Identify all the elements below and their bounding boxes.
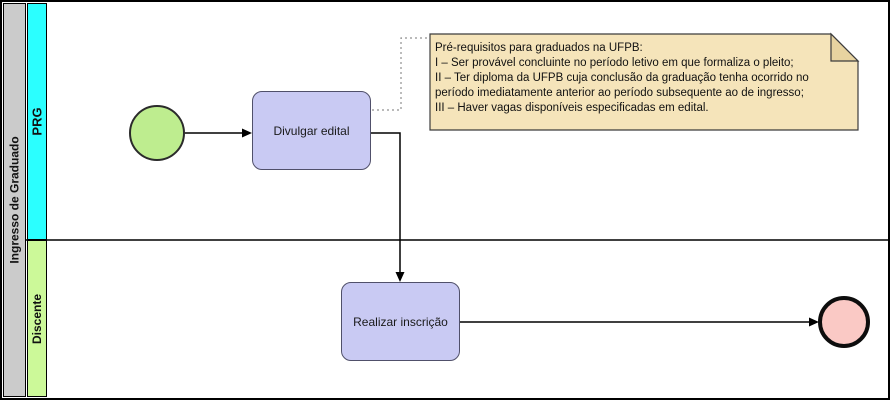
start-event-circle	[129, 105, 185, 161]
arrowhead-into-realizar	[395, 272, 405, 282]
connector-layer	[26, 32, 888, 327]
sequence-flow-divulgar-to-realizar	[371, 132, 401, 273]
task-realizar-inscricao-label: Realizar inscrição	[353, 314, 448, 329]
end-event-circle	[818, 296, 870, 348]
annotation-line: I – Ser provável concluinte no período l…	[435, 57, 794, 69]
annotation-line: II – Ter diploma da UFPB cuja conclusão …	[435, 72, 809, 84]
arrowhead-into-divulgar	[242, 128, 252, 138]
task-divulgar-edital-label: Divulgar edital	[273, 123, 350, 138]
annotation-note-fold-corner	[830, 32, 860, 62]
annotation-note-shape	[429, 33, 859, 131]
annotation-line: Pré-requisitos para graduados na UFPB:	[435, 42, 643, 54]
task-realizar-inscricao: Realizar inscrição	[341, 282, 460, 361]
association-task-to-annotation	[372, 37, 430, 111]
task-divulgar-edital: Divulgar edital	[252, 91, 371, 170]
arrowhead-into-end-event	[809, 317, 819, 327]
annotation-line: III – Haver vagas disponíveis especifica…	[435, 102, 709, 114]
annotation-note-text: Pré-requisitos para graduados na UFPB: I…	[435, 41, 853, 116]
annotation-line: período imediatamente anterior ao períod…	[435, 87, 804, 99]
pool-header-ingresso-de-graduado: Ingresso de Graduado	[3, 3, 26, 397]
